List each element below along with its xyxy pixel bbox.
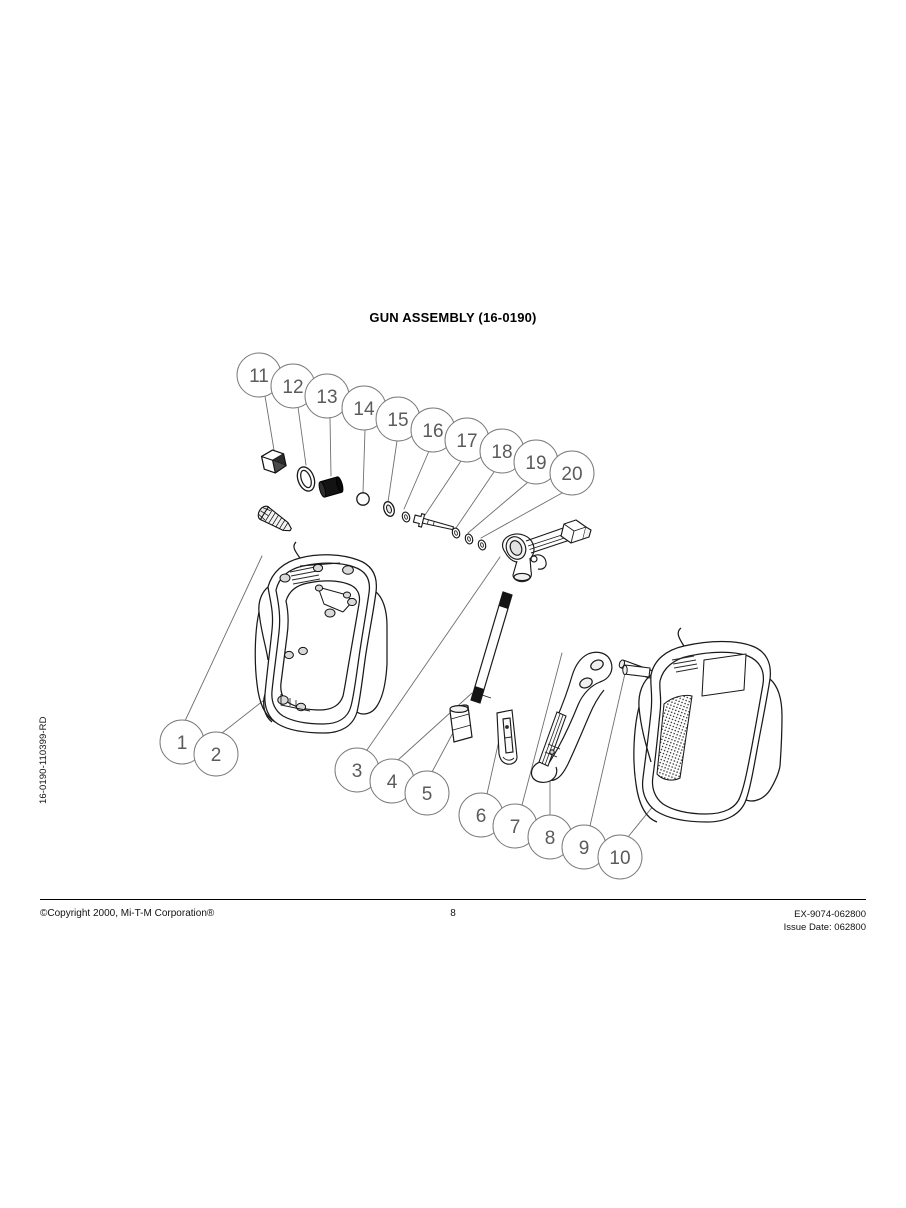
callout-label-20: 20 (561, 464, 582, 485)
callout-label-5: 5 (422, 784, 433, 805)
part-handle-shell-right (622, 627, 783, 823)
drawing-revision-code: 16-0190-110399-RD (38, 716, 49, 804)
callout-label-12: 12 (282, 377, 303, 398)
callout-label-3: 3 (352, 761, 363, 782)
callout-label-6: 6 (476, 806, 487, 827)
callout-balloon-11[interactable]: 11 (236, 352, 282, 398)
callout-balloon-20[interactable]: 20 (549, 450, 595, 496)
part-ball (356, 492, 370, 506)
callout-balloon-12[interactable]: 12 (270, 363, 316, 409)
part-screw-self-tapping (257, 505, 292, 532)
footer-doc-code: EX-9074-062800 (794, 909, 866, 920)
footer-page-number: 8 (450, 908, 456, 919)
callout-label-19: 19 (525, 453, 546, 474)
part-washer-micro-c (476, 538, 488, 552)
part-seat-cylinder (318, 476, 344, 498)
footer-divider (40, 899, 866, 900)
part-handle-shell-left (254, 541, 388, 734)
callout-balloon-14[interactable]: 14 (341, 385, 387, 431)
part-valve-stem-pin (412, 513, 455, 531)
callout-label-4: 4 (387, 772, 398, 793)
part-spacer-bushing (449, 704, 473, 743)
part-hex-plug (260, 449, 287, 474)
callout-label-7: 7 (510, 817, 521, 838)
callout-balloon-16[interactable]: 16 (410, 407, 456, 453)
callout-label-15: 15 (387, 410, 408, 431)
part-washer-small (400, 510, 412, 524)
callout-balloon-19[interactable]: 19 (513, 439, 559, 485)
callout-label-8: 8 (545, 828, 556, 849)
part-valve-assembly (502, 519, 592, 583)
callout-label-2: 2 (211, 745, 222, 766)
callout-label-9: 9 (579, 838, 590, 859)
footer-copyright: ©Copyright 2000, Mi-T-M Corporation® (40, 908, 215, 919)
footer-issue-date: Issue Date: 062800 (783, 922, 866, 933)
part-washer-micro-b (463, 532, 475, 546)
callout-balloon-5[interactable]: 5 (404, 770, 450, 816)
callout-balloon-9[interactable]: 9 (561, 824, 607, 870)
callout-label-10: 10 (609, 848, 630, 869)
part-lance-tube (470, 591, 513, 704)
callout-balloon-13[interactable]: 13 (304, 373, 350, 419)
leader-lines (184, 395, 659, 838)
footer-document-info: EX-9074-062800 Issue Date: 062800 (784, 908, 866, 934)
callout-label-14: 14 (353, 399, 375, 420)
callout-label-1: 1 (177, 733, 188, 754)
callout-label-11: 11 (249, 366, 269, 387)
callout-label-17: 17 (456, 431, 477, 452)
part-retaining-clip (496, 709, 518, 765)
part-o-ring (296, 466, 316, 492)
page-title: GUN ASSEMBLY (16-0190) (369, 310, 537, 325)
callout-label-18: 18 (491, 442, 512, 463)
callout-balloon-10[interactable]: 10 (597, 834, 643, 880)
callout-label-16: 16 (422, 421, 443, 442)
callout-label-13: 13 (316, 387, 337, 408)
callout-balloon-15[interactable]: 15 (375, 396, 421, 442)
callout-balloons: 1 2 3 4 5 6 7 (159, 352, 643, 880)
part-washer-large (383, 501, 395, 517)
callout-balloon-2[interactable]: 2 (193, 731, 239, 777)
part-trigger-plunger (538, 711, 567, 767)
